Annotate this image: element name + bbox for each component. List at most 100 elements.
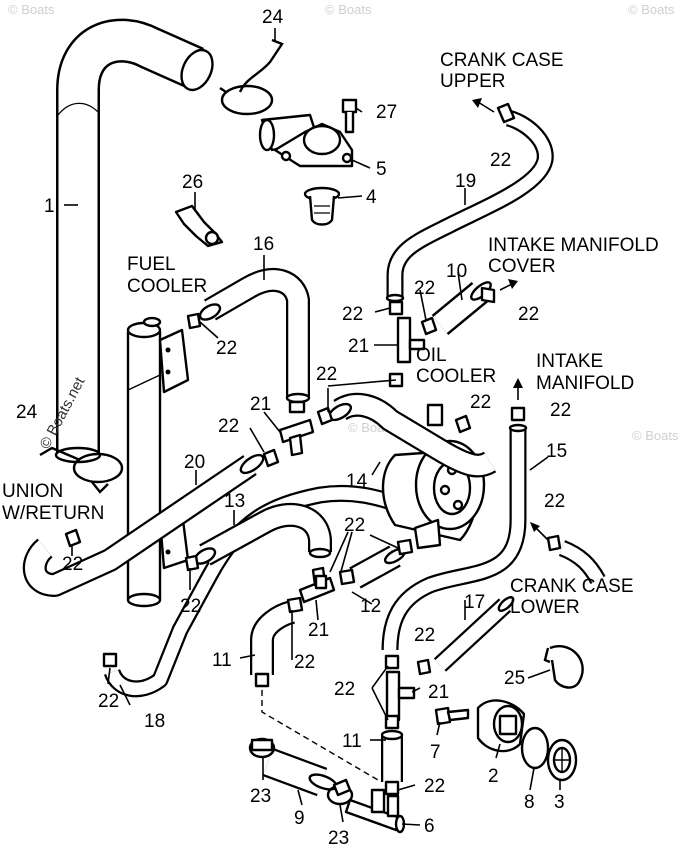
label-fuel-cooler-line1: FUEL xyxy=(127,254,176,275)
callout-23b: 23 xyxy=(328,828,349,849)
callout-22a: 22 xyxy=(490,150,511,171)
callout-26: 26 xyxy=(182,172,203,193)
hose-part-9 xyxy=(262,747,338,797)
clamp-set-part-22 xyxy=(64,102,562,796)
tee-fitting-part-21 xyxy=(396,316,426,364)
hose-part-11 xyxy=(250,600,296,675)
hose-part-20 xyxy=(22,453,265,597)
callout-22k: 22 xyxy=(344,515,365,536)
thermostat-housing-part-5 xyxy=(258,113,354,168)
oil-cooler-hose xyxy=(327,392,497,478)
callout-22q: 22 xyxy=(98,691,119,712)
hose-part-11-lower xyxy=(380,729,404,782)
hose-part-16 xyxy=(198,268,311,404)
hose-part-17 xyxy=(433,596,515,672)
tee-fitting-part-21 xyxy=(385,670,416,722)
callout-18: 18 xyxy=(144,711,165,732)
callout-21c: 21 xyxy=(308,620,329,641)
tee-fitting-part-21 xyxy=(278,418,315,457)
watermark-text: © Boats xyxy=(632,428,679,443)
callout-2: 2 xyxy=(488,766,499,787)
label-intake-manifold-line2: MANIFOLD xyxy=(536,373,634,394)
callout-21b: 21 xyxy=(250,394,271,415)
label-crank-case-lower-line2: LOWER xyxy=(510,597,580,618)
callout-12: 12 xyxy=(360,596,381,617)
callout-27: 27 xyxy=(376,102,397,123)
cap-part-3 xyxy=(546,738,578,782)
section-labels: CRANK CASE UPPER INTAKE MANIFOLD COVER F… xyxy=(2,50,659,618)
clip-part-25 xyxy=(543,645,584,689)
label-union-w-return-line2: W/RETURN xyxy=(2,503,104,524)
callout-22i: 22 xyxy=(218,416,239,437)
callout-10: 10 xyxy=(446,261,467,282)
watermark-text: © Boats xyxy=(628,2,675,17)
callout-7: 7 xyxy=(430,742,441,763)
callout-22m: 22 xyxy=(180,596,201,617)
callout-21a: 21 xyxy=(348,336,369,357)
label-crank-case-upper-line1: CRANK CASE xyxy=(440,50,564,71)
label-fuel-cooler-line2: COOLER xyxy=(127,276,207,297)
label-intake-manifold-cover-line1: INTAKE MANIFOLD xyxy=(488,235,659,256)
bolt-part-7 xyxy=(434,706,470,726)
water-pump-part-2 xyxy=(476,699,526,753)
bolt-part-27 xyxy=(341,98,358,134)
hose-part-19 xyxy=(385,109,554,303)
label-intake-manifold-line1: INTAKE xyxy=(536,351,603,372)
hose-clip-part-24-bottom xyxy=(39,446,124,494)
fitting-part-6 xyxy=(344,788,406,834)
flow-arrows xyxy=(472,98,549,541)
label-crank-case-upper-line2: UPPER xyxy=(440,71,505,92)
callout-22j: 22 xyxy=(544,491,565,512)
hose-part-10 xyxy=(431,281,492,336)
large-hose-part-1 xyxy=(54,18,214,464)
callout-numbers: 1 2 3 4 5 6 7 8 9 10 11 11 12 13 14 15 1… xyxy=(16,7,571,849)
routing-line xyxy=(261,690,379,781)
callout-21d: 21 xyxy=(428,682,449,703)
callout-5: 5 xyxy=(376,159,387,180)
leader-lines xyxy=(64,28,561,826)
callout-11: 11 xyxy=(212,650,232,671)
fuel-cooler-body xyxy=(126,316,190,608)
callout-22o: 22 xyxy=(294,652,315,673)
callout-22n: 22 xyxy=(414,625,435,646)
callout-22l: 22 xyxy=(62,554,83,575)
callout-22g: 22 xyxy=(470,392,491,413)
watermark-text: © Boats xyxy=(8,2,55,17)
callout-15: 15 xyxy=(546,441,567,462)
callout-4: 4 xyxy=(366,187,377,208)
label-crank-case-lower-line1: CRANK CASE xyxy=(510,576,634,597)
callout-8: 8 xyxy=(524,792,535,813)
callout-22f: 22 xyxy=(316,364,337,385)
hose-part-13 xyxy=(193,502,332,566)
callout-22b: 22 xyxy=(342,304,363,325)
callout-20: 20 xyxy=(184,452,205,473)
callout-19: 19 xyxy=(455,171,476,192)
callout-1: 1 xyxy=(44,196,55,217)
callout-22d: 22 xyxy=(518,304,539,325)
callout-13: 13 xyxy=(224,491,245,512)
label-oil-cooler-line2: COOLER xyxy=(416,366,496,387)
callout-9: 9 xyxy=(294,808,305,829)
label-oil-cooler-line1: OIL xyxy=(416,345,447,366)
callout-14: 14 xyxy=(346,471,368,492)
callout-22p: 22 xyxy=(334,679,355,700)
callout-22r: 22 xyxy=(424,776,445,797)
crank-case-lower-hose xyxy=(558,540,606,585)
watermark-layer: © Boats © Boats © Boats © Boats © Boats xyxy=(8,2,679,443)
callout-11b: 11 xyxy=(342,731,362,752)
callout-22h: 22 xyxy=(550,400,571,421)
hose-part-12 xyxy=(349,545,407,589)
callout-17: 17 xyxy=(464,592,485,613)
label-intake-manifold-cover-line2: COVER xyxy=(488,256,556,277)
o-ring-part-8 xyxy=(520,726,550,770)
callout-24b: 24 xyxy=(16,402,38,423)
watermark-text: © Boats xyxy=(325,2,372,17)
callout-24a: 24 xyxy=(262,7,284,28)
callout-3: 3 xyxy=(554,792,565,813)
clip-part-26 xyxy=(174,204,224,248)
callout-23a: 23 xyxy=(250,786,271,807)
label-union-w-return-line1: UNION xyxy=(2,481,63,502)
callout-25: 25 xyxy=(504,668,525,689)
callout-6: 6 xyxy=(424,816,435,837)
